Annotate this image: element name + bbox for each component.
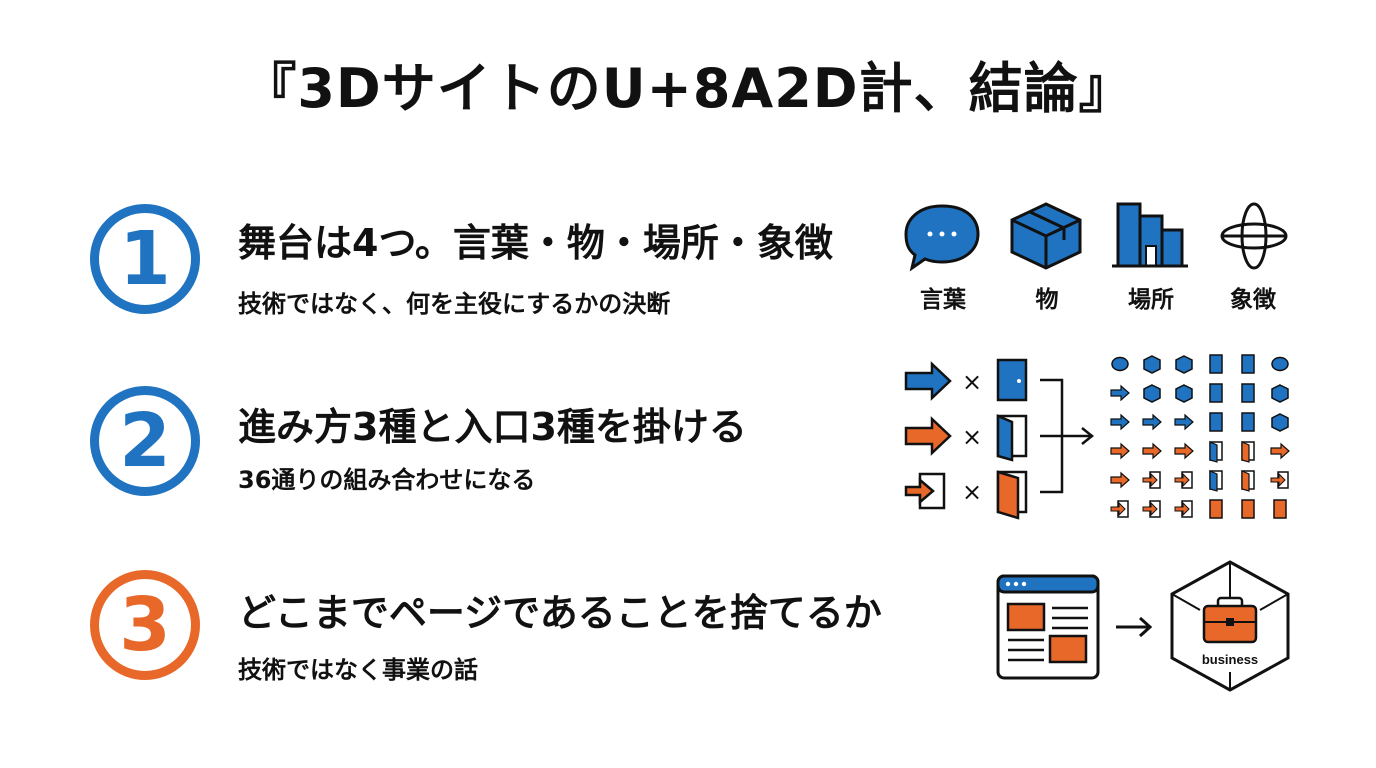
grid-glyph: [1110, 471, 1130, 489]
item-3-subtext: 技術ではなく事業の話: [238, 656, 478, 684]
grid-glyph: [1175, 355, 1193, 374]
grid-glyph: [1209, 412, 1223, 432]
building-icon: [1112, 202, 1188, 268]
arrow-icon-blue: [904, 361, 952, 401]
grid-glyph: [1174, 442, 1194, 460]
grid-glyph: [1174, 500, 1193, 518]
item-1-heading: 舞台は4つ。言葉・物・場所・象徴: [238, 221, 833, 265]
grid-glyph: [1175, 384, 1193, 403]
grid-glyph: [1209, 441, 1223, 463]
grid-glyph: [1271, 356, 1289, 372]
grid-glyph: [1271, 384, 1289, 403]
door-icon-open: [996, 470, 1028, 520]
speech-bubble-icon: [904, 204, 980, 272]
number-badge-3: 3: [90, 570, 200, 680]
number-badge-2: 2: [90, 386, 200, 496]
grid-glyph: [1111, 356, 1129, 372]
page-title: 『3DサイトのU+8A2D計、結論』: [242, 57, 1134, 120]
combination-grid: [1110, 354, 1290, 519]
number-badge-1: 1: [90, 204, 200, 314]
business-hexagon: business: [1170, 560, 1290, 692]
icon-label-basho: 場所: [1128, 287, 1174, 313]
webpage-icon: [996, 574, 1100, 680]
merge-bracket: [1040, 378, 1095, 494]
grid-glyph: [1273, 499, 1287, 519]
grid-glyph: [1209, 383, 1223, 403]
grid-glyph: [1241, 470, 1255, 492]
enter-icon: [904, 472, 946, 510]
grid-glyph: [1270, 442, 1290, 460]
grid-glyph: [1142, 471, 1161, 489]
grid-glyph: [1241, 499, 1255, 519]
grid-glyph: [1241, 412, 1255, 432]
grid-glyph: [1270, 471, 1289, 489]
arrow-icon-orange: [904, 416, 952, 456]
grid-glyph: [1241, 383, 1255, 403]
item-2-heading: 進み方3種と入口3種を掛ける: [238, 405, 747, 449]
grid-glyph: [1271, 413, 1289, 432]
grid-glyph: [1241, 354, 1255, 374]
grid-glyph: [1142, 500, 1161, 518]
item-2-subtext: 36通りの組み合わせになる: [238, 466, 536, 494]
grid-glyph: [1209, 470, 1223, 492]
door-icon-ajar: [996, 414, 1028, 462]
grid-glyph: [1110, 413, 1130, 431]
grid-glyph: [1142, 442, 1162, 460]
grid-glyph: [1209, 354, 1223, 374]
grid-glyph: [1209, 499, 1223, 519]
grid-glyph: [1143, 355, 1161, 374]
times-sign: ×: [962, 423, 982, 451]
briefcase-icon: [1202, 596, 1258, 644]
grid-glyph: [1143, 384, 1161, 403]
icon-label-mono: 物: [1035, 287, 1059, 313]
door-icon-closed: [996, 358, 1028, 402]
item-1-subtext: 技術ではなく、何を主役にするかの決断: [238, 290, 671, 318]
icon-label-shocho: 象徴: [1230, 287, 1276, 313]
grid-glyph: [1142, 413, 1162, 431]
times-sign: ×: [962, 478, 982, 506]
right-arrow: [1116, 616, 1153, 638]
times-sign: ×: [962, 368, 982, 396]
business-label: business: [1202, 652, 1258, 667]
item-3-heading: どこまでページであることを捨てるか: [238, 591, 882, 635]
grid-glyph: [1174, 413, 1194, 431]
grid-glyph: [1110, 442, 1130, 460]
grid-glyph: [1174, 471, 1193, 489]
grid-glyph: [1110, 500, 1129, 518]
grid-glyph: [1241, 441, 1255, 463]
icon-label-kotoba: 言葉: [920, 287, 966, 313]
grid-glyph: [1110, 384, 1130, 402]
symbol-icon: [1220, 202, 1288, 270]
box-icon: [1010, 202, 1082, 270]
